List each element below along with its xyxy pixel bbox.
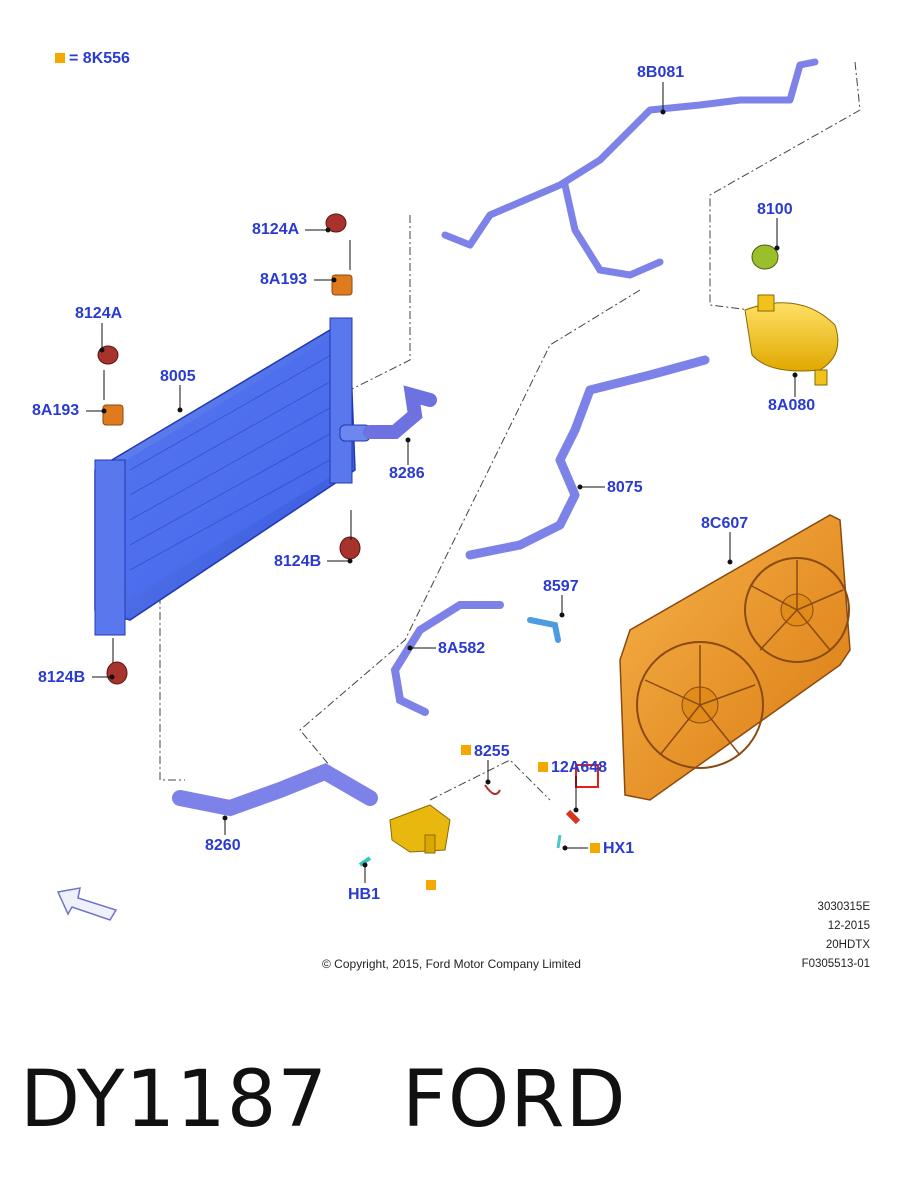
label-8a582: 8A582 (438, 640, 486, 657)
parts-diagram (56, 58, 861, 921)
hose-8260 (172, 763, 378, 817)
meta-line-3: 20HDTX (825, 939, 870, 951)
legend: = 8K556 (55, 50, 130, 68)
brackets-8a193 (102, 274, 353, 426)
legend-text: = 8K556 (69, 50, 130, 67)
sensor-hx1 (556, 834, 562, 849)
label-hb1: HB1 (348, 886, 381, 903)
label-8a193-top: 8A193 (260, 271, 308, 288)
label-8075: 8075 (607, 479, 643, 496)
legend-square-icon (55, 53, 65, 63)
drawing-metadata: 3030315E 12-2015 20HDTX F0305513-01 (802, 898, 870, 974)
part-number-caption: DY1187 (20, 1055, 328, 1145)
hose-8286 (363, 385, 437, 439)
leader-lines (86, 82, 798, 883)
meta-line-2: 12-2015 (827, 920, 870, 932)
fan-shroud-8c607 (619, 514, 851, 801)
copyright-text: © Copyright, 2015, Ford Motor Company Li… (322, 957, 581, 971)
label-8a080: 8A080 (768, 397, 816, 414)
sensor-hb1 (358, 856, 372, 867)
meta-line-4: F0305513-01 (801, 958, 870, 970)
hose-8b081-branch (561, 181, 664, 279)
label-8597: 8597 (543, 578, 579, 595)
legend-markers (426, 745, 600, 890)
label-8b081: 8B081 (637, 64, 685, 81)
hose-8597 (527, 617, 561, 643)
meta-line-1: 3030315E (817, 901, 870, 913)
label-8124b-bot: 8124B (38, 669, 86, 686)
label-8a193-left: 8A193 (32, 402, 80, 419)
label-8c607: 8C607 (701, 515, 749, 532)
label-8005: 8005 (160, 368, 196, 385)
brand-caption: FORD (402, 1055, 627, 1145)
label-8124a-left: 8124A (75, 305, 123, 322)
clip-8255 (484, 784, 501, 795)
coolant-reservoir (744, 294, 839, 386)
reservoir-cap-8100 (751, 244, 779, 270)
radiator-8005 (94, 317, 371, 636)
label-8124b-mid: 8124B (274, 553, 322, 570)
diagram-canvas (56, 58, 861, 921)
label-8286: 8286 (389, 465, 425, 482)
thermostat-housing (389, 804, 451, 854)
label-8260: 8260 (205, 837, 241, 854)
hose-8a582 (390, 601, 504, 716)
label-12a648: 12A648 (551, 759, 608, 776)
label-8124a-top: 8124A (252, 221, 300, 238)
hose-8b081 (441, 58, 819, 249)
hose-8075 (465, 355, 710, 560)
label-8255: 8255 (474, 743, 510, 760)
orientation-arrow-icon (56, 887, 118, 921)
label-8100: 8100 (757, 201, 793, 218)
label-hx1: HX1 (603, 840, 635, 857)
connection-lines (159, 61, 861, 801)
sensor-12a648 (565, 809, 581, 825)
